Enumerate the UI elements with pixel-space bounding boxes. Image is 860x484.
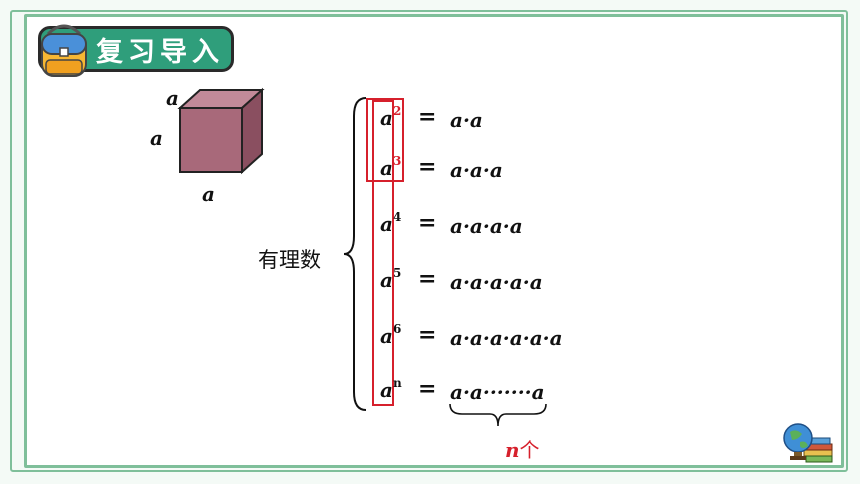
product-row-4: a·a·a·a·a xyxy=(450,270,543,294)
power-row-1: a2 xyxy=(380,104,402,130)
power-row-5: a6 xyxy=(380,322,402,348)
page-title: 复习导入 xyxy=(96,37,224,68)
power-row-4: a5 xyxy=(380,266,402,292)
equals-sign: = xyxy=(418,154,437,180)
cube-top-label: a xyxy=(166,86,179,110)
product-row-5: a·a·a·a·a·a xyxy=(450,326,563,350)
equals-sign: = xyxy=(418,210,437,236)
left-brace xyxy=(343,97,367,411)
globe-books-icon xyxy=(783,423,833,463)
highlight-box-column xyxy=(372,100,394,406)
count-label: n个 xyxy=(505,438,540,462)
cube-figure xyxy=(177,87,265,175)
slide-frame xyxy=(24,14,844,468)
backpack-icon xyxy=(41,24,87,77)
under-brace xyxy=(449,403,547,427)
equals-sign: = xyxy=(418,266,437,292)
cube-left-label: a xyxy=(150,126,163,150)
product-row-1: a·a xyxy=(450,108,483,132)
product-row-3: a·a·a·a xyxy=(450,214,523,238)
rational-number-label: 有理数 xyxy=(258,248,321,272)
outer-frame xyxy=(10,10,848,472)
cube-bottom-label: a xyxy=(202,182,215,206)
equals-sign: = xyxy=(418,104,437,130)
power-row-3: a4 xyxy=(380,210,402,236)
equals-sign: = xyxy=(418,376,437,402)
product-row-2: a·a·a xyxy=(450,158,503,182)
power-row-2: a3 xyxy=(380,154,402,180)
power-row-6: an xyxy=(380,376,402,402)
equals-sign: = xyxy=(418,322,437,348)
highlight-box-top xyxy=(366,98,404,182)
product-row-6: a·a·······a xyxy=(450,380,545,404)
